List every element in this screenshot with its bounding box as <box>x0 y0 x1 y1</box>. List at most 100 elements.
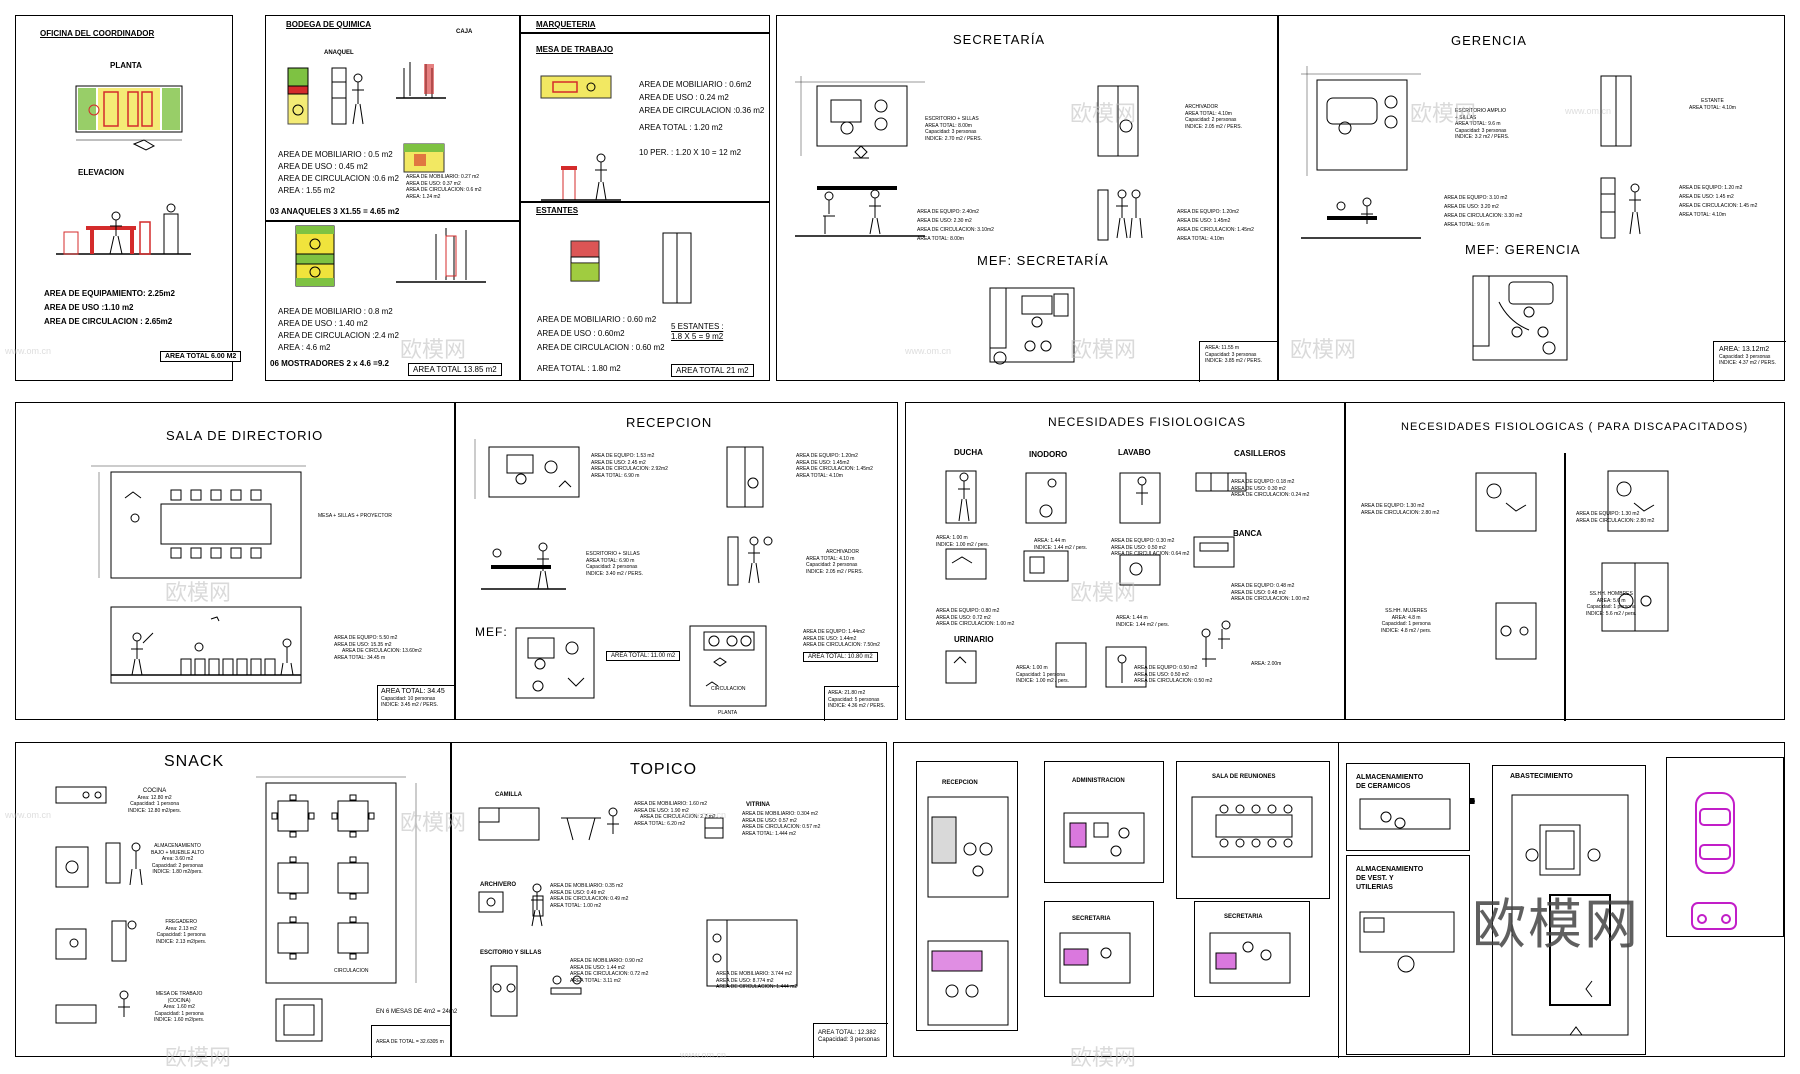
bodega-area-total: AREA TOTAL 13.85 m2 <box>408 363 502 376</box>
panel-necesidades-discapacitados: NECESIDADES FISIOLOGICAS ( PARA DISCAPAC… <box>1345 402 1785 721</box>
secretaria-title: SECRETARÍA <box>953 32 1046 47</box>
snack-tables-drawing <box>256 776 417 1042</box>
recepcion-total-box <box>824 686 899 721</box>
plano-abastecimiento <box>1492 765 1646 1055</box>
ducha-label: DUCHA <box>954 448 983 457</box>
watermark: 欧模网 <box>165 1045 232 1070</box>
plano-ceramicos <box>1346 763 1470 851</box>
marqueteria-mesa-label: MESA DE TRABAJO <box>536 45 614 54</box>
marqueteria-divider-2 <box>521 201 770 203</box>
plano-secretaria-1-label: SECRETARIA <box>1072 916 1111 922</box>
recepcion-plan-drawing <box>474 439 580 499</box>
watermark: 欧模网 <box>1070 101 1137 126</box>
plano-reuniones <box>1176 761 1330 899</box>
recepcion-box-1: AREA TOTAL: 11.00 m2 <box>606 651 681 661</box>
oficina-title: OFICINA DEL COORDINADOR <box>40 29 155 38</box>
banca-area: AREA: 2.00m <box>1251 661 1282 667</box>
marqueteria-cinco: 5 ESTANTES : <box>671 322 724 331</box>
secretaria-archivador-drawing <box>1097 85 1143 241</box>
panel-planos: RECEPCION ADMINISTRACION SALA DE REUNION… <box>893 742 1786 1058</box>
snack-mesas: EN 6 MESAS DE 4m2 = 24m2 <box>376 1009 458 1015</box>
discap-divider <box>1564 453 1566 721</box>
plano-right-section <box>1338 743 1786 1058</box>
snack-total: AREA DE TOTAL = 32.6305 m <box>376 1039 444 1045</box>
topico-title: TOPICO <box>630 761 698 778</box>
plano-estacionamiento <box>1666 757 1784 937</box>
secretaria-plan-drawing <box>795 76 925 237</box>
watermark-large: 欧模网 <box>1472 895 1640 955</box>
recepcion-box-2: AREA TOTAL: 10.80 m2 <box>803 652 878 662</box>
plano-secretaria-1 <box>1044 901 1154 997</box>
plano-recepcion <box>916 761 1018 1031</box>
directorio-elevation-drawing <box>110 606 302 684</box>
plano-administracion <box>1044 761 1164 883</box>
recepcion-mef-drawing-1 <box>515 627 595 699</box>
watermark: 欧模网 <box>1290 337 1357 362</box>
plano-secretaria-2 <box>1194 901 1310 997</box>
gerencia-title: GERENCIA <box>1451 33 1527 48</box>
marqueteria-divider-1 <box>521 32 770 34</box>
watermark-url: www.om.cn <box>905 346 952 356</box>
watermark: 欧模网 <box>165 580 232 605</box>
secretaria-total-box <box>1199 341 1279 382</box>
bodega-mostrador-drawing <box>295 225 486 287</box>
marqueteria-mesa-drawing <box>540 75 621 201</box>
watermark-url: www.om.cn <box>680 1050 727 1060</box>
bodega-anaqueles: 03 ANAQUELES 3 X1.55 = 4.65 m2 <box>270 207 400 216</box>
inodoro-label: INODORO <box>1029 450 1068 459</box>
snack-circulacion: CIRCULACION <box>334 968 369 974</box>
directorio-title: SALA DE DIRECTORIO <box>166 428 324 443</box>
gerencia-mef-title: MEF: GERENCIA <box>1465 242 1581 257</box>
gerencia-total-box <box>1713 341 1786 382</box>
watermark-url: www.om.cn <box>5 346 52 356</box>
watermark: 欧模网 <box>1070 580 1137 605</box>
panel-necesidades: NECESIDADES FISIOLOGICAS DUCHA INODORO L… <box>905 402 1345 720</box>
bodega-title: BODEGA DE QUIMICA <box>286 20 372 29</box>
marqueteria-per: 10 PER. : 1.20 X 10 = 12 m2 <box>639 148 742 157</box>
plano-ceramicos-drawing <box>1359 798 1451 830</box>
plano-recepcion-label: RECEPCION <box>942 780 978 786</box>
discap-drawings <box>1475 470 1669 660</box>
bodega-anaquel-label: ANAQUEL <box>324 50 354 56</box>
plano-reuniones-drawing <box>1191 796 1313 858</box>
panel-topico: TOPICO CAMILLA VITRINA ARCHIVERO ESCITOR… <box>451 742 888 1058</box>
car-icon <box>1691 792 1737 930</box>
watermark: 欧模网 <box>400 810 467 835</box>
topico-drawings <box>478 807 798 1017</box>
urinario-label: URINARIO <box>954 635 994 644</box>
